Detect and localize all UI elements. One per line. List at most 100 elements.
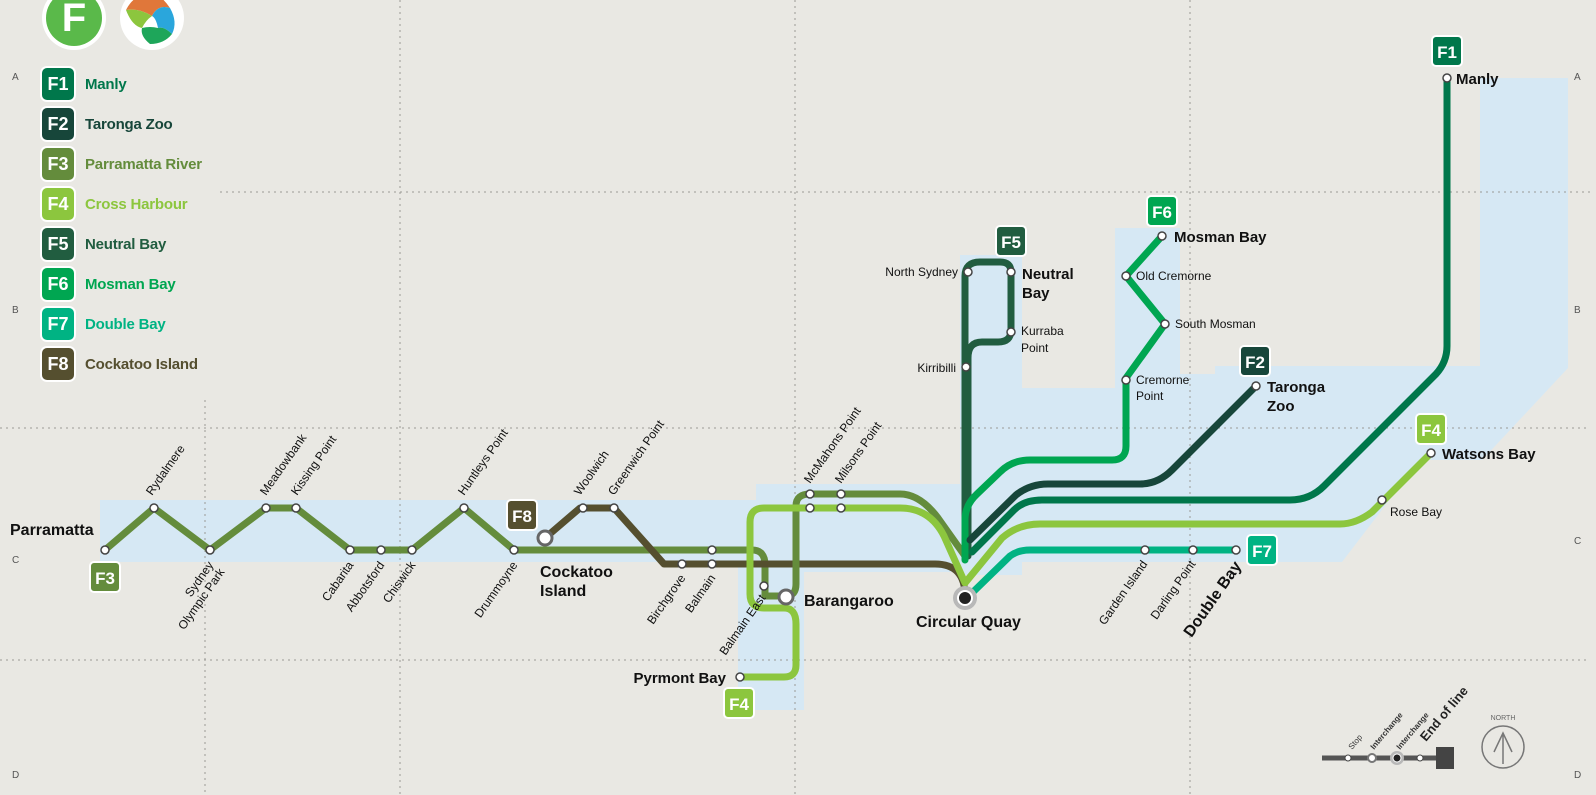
- badge-f7-double-bay[interactable]: F7: [1246, 534, 1278, 566]
- line-f4-cross-harbour: [736, 449, 1435, 681]
- legend-badge-f6: F6: [42, 268, 74, 300]
- label-south-mosman: South Mosman: [1175, 317, 1256, 331]
- legend-label-f5: Neutral Bay: [85, 235, 167, 253]
- svg-text:F8: F8: [512, 507, 532, 526]
- label-old-cremorne: Old Cremorne: [1136, 269, 1212, 283]
- svg-text:F4: F4: [729, 695, 749, 714]
- svg-text:F3: F3: [95, 569, 115, 588]
- badge-f3-parramatta[interactable]: F3: [89, 561, 121, 593]
- label-taronga-zoo-2: Zoo: [1267, 398, 1295, 415]
- label-drummoyne: Drummoyne: [472, 558, 521, 620]
- badge-f4-watsons-bay[interactable]: F4: [1415, 413, 1447, 445]
- stop-north-sydney[interactable]: [963, 267, 973, 277]
- stop-parramatta[interactable]: [100, 545, 110, 555]
- legend-label-f3: Parramatta River: [85, 155, 202, 173]
- map-key: Stop Interchange Interchange End of line: [1322, 683, 1471, 769]
- stop-huntleys-point[interactable]: [459, 503, 469, 513]
- stop-balmain[interactable]: [707, 545, 717, 555]
- grid-letter-c-left: C: [12, 555, 20, 566]
- line-f3-north-spur: [782, 490, 969, 600]
- stop-kirribilli[interactable]: [961, 362, 971, 372]
- stop-woolwich[interactable]: [578, 503, 588, 513]
- grid-letter-d-left: D: [12, 770, 20, 781]
- stop-watsons-bay[interactable]: [1426, 448, 1436, 458]
- interchange-circular-quay[interactable]: [957, 590, 973, 606]
- label-barangaroo: Barangaroo: [804, 593, 894, 610]
- label-huntleys-point: Huntleys Point: [455, 426, 511, 498]
- stop-milsons-point-f4[interactable]: [836, 503, 846, 513]
- label-watsons-bay: Watsons Bay: [1442, 446, 1536, 463]
- stop-neutral-bay[interactable]: [1006, 267, 1016, 277]
- stop-pyrmont-bay[interactable]: [735, 672, 745, 682]
- stop-south-mosman[interactable]: [1160, 319, 1170, 329]
- legend-badge-f7: F7: [42, 308, 74, 340]
- legend-label-f2: Taronga Zoo: [85, 115, 173, 133]
- stop-meadowbank[interactable]: [261, 503, 271, 513]
- stop-chiswick[interactable]: [407, 545, 417, 555]
- label-taronga-zoo-1: Taronga: [1267, 379, 1326, 396]
- stop-rydalmere[interactable]: [149, 503, 159, 513]
- stop-milsons-point[interactable]: [836, 489, 846, 499]
- legend-item-f5[interactable]: F5 Neutral Bay: [42, 224, 202, 264]
- line-f1-manly: [968, 74, 1451, 556]
- badge-f4-pyrmont[interactable]: F4: [723, 687, 755, 719]
- stop-old-cremorne[interactable]: [1121, 271, 1131, 281]
- stop-kurraba-point[interactable]: [1006, 327, 1016, 337]
- north-arrow-icon: [1493, 731, 1513, 764]
- badge-f8-cockatoo[interactable]: F8: [506, 499, 538, 531]
- label-mosman-bay: Mosman Bay: [1174, 229, 1267, 246]
- svg-text:F4: F4: [1421, 421, 1441, 440]
- badge-f1-manly[interactable]: F1: [1431, 35, 1463, 67]
- label-cremorne-point-1: Cremorne: [1136, 373, 1190, 387]
- stop-balmain-east[interactable]: [759, 581, 769, 591]
- legend-badge-f3: F3: [42, 148, 74, 180]
- legend-badge-f5: F5: [42, 228, 74, 260]
- stop-double-bay[interactable]: [1231, 545, 1241, 555]
- line-f7-double-bay: [968, 546, 1240, 597]
- key-stop-label: Stop: [1347, 732, 1365, 751]
- badge-f6-mosman-bay[interactable]: F6: [1146, 195, 1178, 227]
- line-f2-taronga-zoo: [966, 382, 1260, 544]
- stop-garden-island[interactable]: [1140, 545, 1150, 555]
- stop-darling-point[interactable]: [1188, 545, 1198, 555]
- opal-logo: [120, 0, 184, 50]
- stop-sydney-olympic-park[interactable]: [205, 545, 215, 555]
- badge-f2-taronga[interactable]: F2: [1239, 345, 1271, 377]
- stop-manly[interactable]: [1442, 73, 1452, 83]
- label-pyrmont-bay: Pyrmont Bay: [633, 670, 726, 687]
- svg-text:F5: F5: [1001, 233, 1021, 252]
- stop-kissing-point[interactable]: [291, 503, 301, 513]
- stop-cabarita[interactable]: [345, 545, 355, 555]
- label-garden-island: Garden Island: [1096, 558, 1151, 628]
- stop-birchgrove[interactable]: [677, 559, 687, 569]
- interchange-cockatoo-island[interactable]: [536, 529, 554, 547]
- stop-mosman-bay[interactable]: [1157, 231, 1167, 241]
- stop-balmain-shared[interactable]: [707, 559, 717, 569]
- stop-abbotsford[interactable]: [376, 545, 386, 555]
- legend-item-f3[interactable]: F3 Parramatta River: [42, 144, 202, 184]
- label-kurraba-point-1: Kurraba: [1021, 324, 1064, 338]
- stop-cremorne-point[interactable]: [1121, 375, 1131, 385]
- svg-text:F7: F7: [1252, 542, 1272, 561]
- label-cockatoo-island-2: Island: [540, 583, 586, 600]
- grid-letter-b-left: B: [12, 305, 19, 316]
- stop-drummoyne[interactable]: [509, 545, 519, 555]
- label-circular-quay: Circular Quay: [916, 614, 1021, 631]
- interchange-barangaroo[interactable]: [777, 588, 795, 606]
- stop-mcmahons-point-f4[interactable]: [805, 503, 815, 513]
- ferry-mode-letter: F: [46, 0, 102, 46]
- stop-greenwich-point[interactable]: [609, 503, 619, 513]
- stop-rose-bay[interactable]: [1377, 495, 1387, 505]
- label-greenwich-point: Greenwich Point: [605, 417, 667, 498]
- badge-f5-neutral-bay[interactable]: F5: [995, 225, 1027, 257]
- stop-mcmahons-point[interactable]: [805, 489, 815, 499]
- stop-taronga-zoo[interactable]: [1251, 381, 1261, 391]
